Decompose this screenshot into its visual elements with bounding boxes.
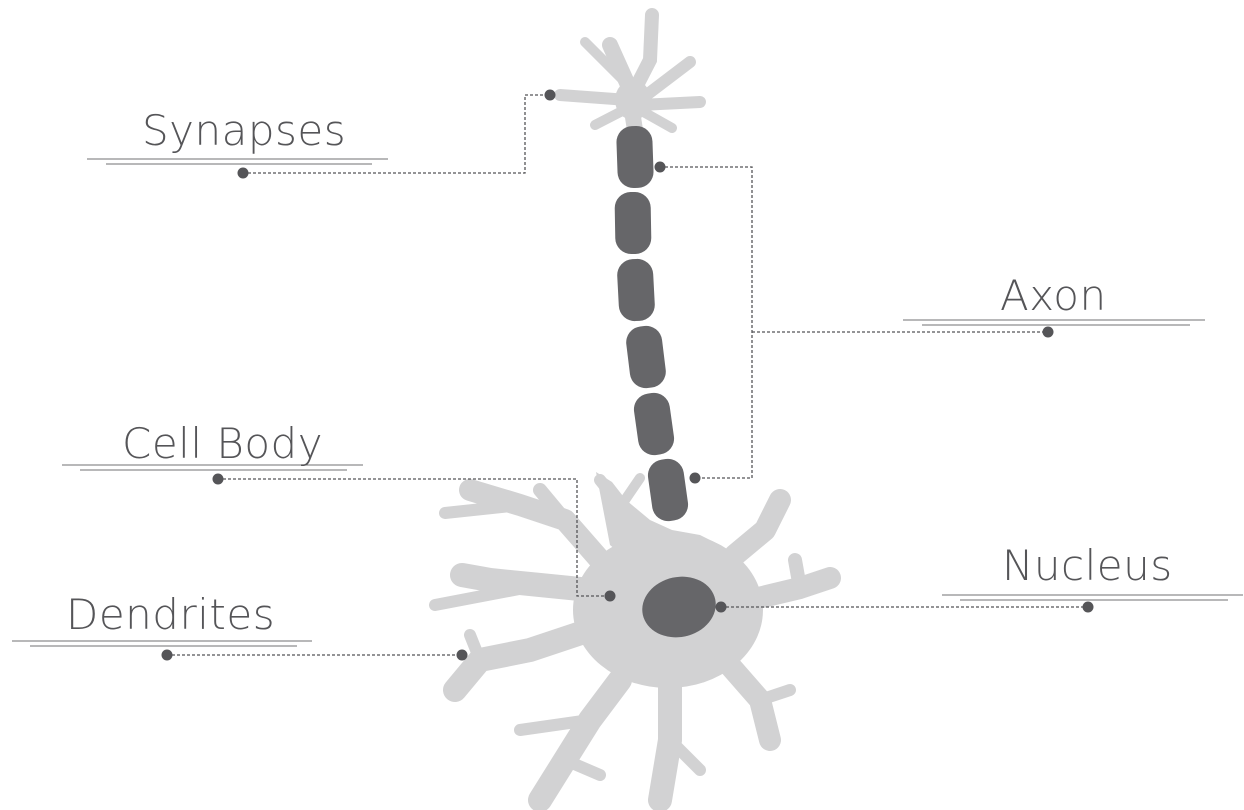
axon-leader — [660, 167, 752, 478]
myelin-segment — [616, 125, 654, 188]
nucleus-dot-label — [1083, 602, 1094, 613]
dendrite — [750, 578, 830, 600]
dendrite — [795, 560, 800, 588]
nucleus-label: Nucleus — [1002, 545, 1173, 587]
synapse-terminal — [560, 15, 700, 130]
cell-body-label: Cell Body — [122, 423, 323, 465]
synapses-label: Synapses — [142, 110, 346, 152]
axon-dot-top — [655, 162, 666, 173]
dendrite — [625, 478, 640, 500]
dendrites-label: Dendrites — [66, 594, 275, 636]
dendrites-dot-target — [457, 650, 468, 661]
myelin-segment — [624, 324, 667, 390]
axon-label: Axon — [1000, 275, 1107, 317]
dendrites-dot-label — [162, 650, 173, 661]
synapses-dot-target — [545, 90, 556, 101]
nucleus-dot-target — [716, 602, 727, 613]
axon-dot-bottom — [690, 473, 701, 484]
myelin-segment — [614, 192, 651, 255]
dendrite — [540, 680, 620, 800]
axon — [614, 125, 690, 523]
synapses-dot-label — [238, 168, 249, 179]
cell-body-dot-target — [605, 591, 616, 602]
cell-body-dot-label — [213, 474, 224, 485]
axon-dot-label — [1043, 327, 1054, 338]
myelin-segment — [632, 391, 676, 457]
cell-body-shape — [435, 472, 830, 800]
dendrite — [735, 500, 780, 555]
dendrite — [445, 505, 520, 513]
myelin-segment — [616, 258, 655, 322]
dendrite — [470, 490, 600, 560]
myelin-segment — [646, 457, 690, 523]
